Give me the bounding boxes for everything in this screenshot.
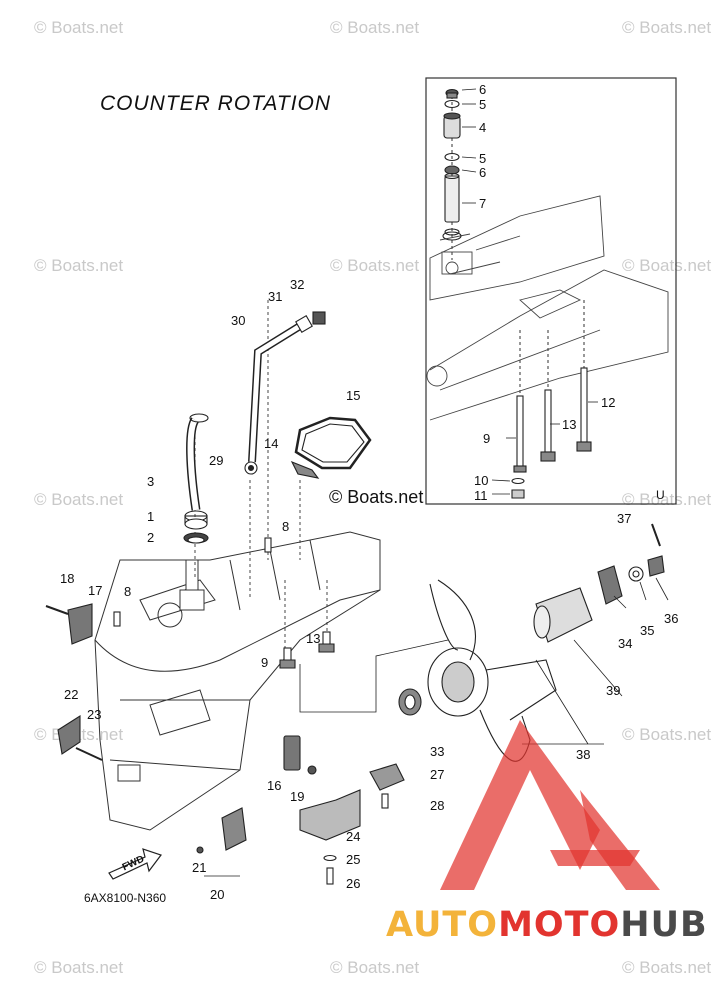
automotohub-logo-icon bbox=[440, 720, 660, 890]
callout-9: 9 bbox=[261, 655, 269, 670]
trim-tab-22-23 bbox=[57, 714, 103, 761]
callout-37: 37 bbox=[617, 511, 632, 526]
callout-34: 34 bbox=[618, 636, 633, 651]
bracket-lines bbox=[299, 577, 669, 745]
gasket-15 bbox=[290, 416, 372, 479]
callout-8: 8 bbox=[282, 519, 290, 534]
leader-lines bbox=[461, 88, 598, 495]
inset-stack bbox=[442, 88, 462, 241]
callout-13: 13 bbox=[562, 417, 577, 432]
callout-18: 18 bbox=[60, 571, 75, 586]
brand-wordmark: AUTOMOTOHUB bbox=[386, 905, 708, 945]
inset-dashes bbox=[451, 96, 585, 395]
watermark: © Boats.net bbox=[622, 18, 712, 37]
callout-31: 31 bbox=[268, 289, 283, 304]
callout-14: 14 bbox=[264, 436, 279, 451]
callout-24: 24 bbox=[346, 829, 361, 844]
watermark: © Boats.net bbox=[34, 490, 124, 509]
cover-20-21 bbox=[196, 807, 247, 877]
watermark: © Boats.net bbox=[34, 18, 124, 37]
copyright-note: © Boats.net bbox=[329, 487, 424, 507]
watermark: © Boats.net bbox=[330, 256, 420, 275]
callout-15: 15 bbox=[346, 388, 361, 403]
callout-9: 9 bbox=[483, 431, 491, 446]
callout-22: 22 bbox=[64, 687, 79, 702]
pins-8 bbox=[113, 537, 272, 627]
watermark: © Boats.net bbox=[34, 256, 124, 275]
lower-unit-housing bbox=[94, 531, 381, 831]
callout-6: 6 bbox=[479, 165, 487, 180]
watermark: © Boats.net bbox=[622, 958, 712, 977]
water-tube bbox=[186, 413, 209, 511]
callout-11: 11 bbox=[474, 488, 488, 503]
callout-5: 5 bbox=[479, 97, 487, 112]
callout-6: 6 bbox=[479, 82, 487, 97]
plate-24-28 bbox=[299, 763, 405, 885]
inset-frame bbox=[425, 77, 677, 505]
callout-1: 1 bbox=[147, 509, 155, 524]
watermark: © Boats.net bbox=[622, 725, 712, 744]
diagram-code: 6AX8100-N360 bbox=[84, 891, 167, 905]
callout-32: 32 bbox=[290, 277, 305, 292]
callout-20: 20 bbox=[210, 887, 225, 902]
callout-8: 8 bbox=[124, 584, 132, 599]
brand-part-auto: AUTO bbox=[386, 905, 499, 945]
callout-35: 35 bbox=[640, 623, 655, 638]
callout-2: 2 bbox=[147, 530, 155, 545]
watermark: © Boats.net bbox=[330, 18, 420, 37]
anode-17-18 bbox=[45, 603, 93, 645]
callout-28: 28 bbox=[430, 798, 445, 813]
callout-3: 3 bbox=[147, 474, 155, 489]
callout-7: 7 bbox=[479, 196, 487, 211]
callout-17: 17 bbox=[88, 583, 103, 598]
callout-39: 39 bbox=[606, 683, 621, 698]
callout-25: 25 bbox=[346, 852, 361, 867]
inset-housing bbox=[426, 195, 669, 421]
callout-5: 5 bbox=[479, 151, 487, 166]
callout-36: 36 bbox=[664, 611, 679, 626]
callout-33: 33 bbox=[430, 744, 445, 759]
callout-21: 21 bbox=[192, 860, 207, 875]
brand-part-moto: MOTO bbox=[498, 905, 621, 945]
brand-part-hub: HUB bbox=[620, 905, 708, 945]
propeller-group bbox=[398, 523, 665, 762]
callout-12: 12 bbox=[601, 395, 616, 410]
callout-26: 26 bbox=[346, 876, 361, 891]
bolts-9-13 bbox=[279, 631, 335, 669]
callout-30: 30 bbox=[231, 313, 246, 328]
inset-bolts bbox=[511, 367, 592, 499]
callout-10: 10 bbox=[474, 473, 489, 488]
grommets-1-2 bbox=[183, 510, 209, 544]
tube-30 bbox=[244, 311, 326, 475]
part-16 bbox=[283, 735, 317, 775]
fwd-arrow-icon bbox=[108, 848, 162, 880]
watermark: © Boats.net bbox=[622, 256, 712, 275]
callout-27: 27 bbox=[430, 767, 445, 782]
diagram-title: COUNTER ROTATION bbox=[100, 92, 332, 115]
callout-16: 16 bbox=[267, 778, 282, 793]
watermark: © Boats.net bbox=[34, 958, 124, 977]
callout-29: 29 bbox=[209, 453, 224, 468]
watermark: © Boats.net bbox=[330, 958, 420, 977]
callout-38: 38 bbox=[576, 747, 591, 762]
callout-23: 23 bbox=[87, 707, 102, 722]
callout-19: 19 bbox=[290, 789, 305, 804]
callout-4: 4 bbox=[479, 120, 487, 135]
callout-13: 13 bbox=[306, 631, 321, 646]
inset-marker: U bbox=[656, 488, 665, 502]
